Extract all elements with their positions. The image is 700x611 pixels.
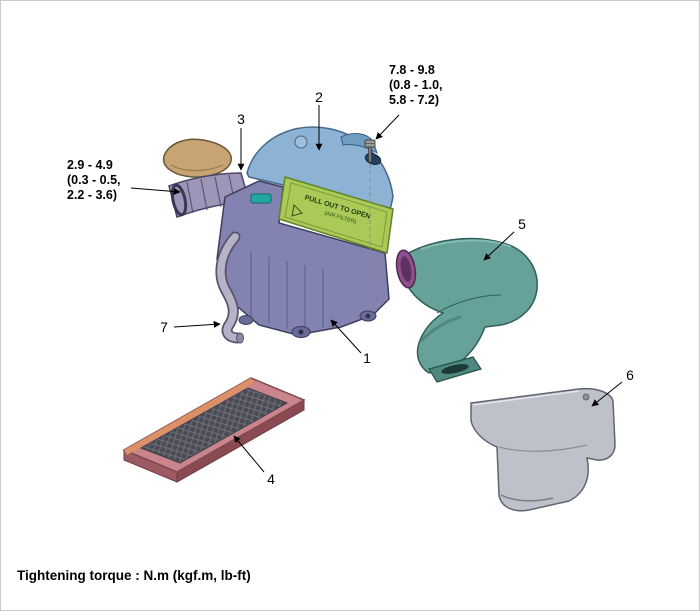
torque-spec-clamp-line2: (0.3 - 0.5, (67, 173, 121, 187)
torque-spec-clamp-line3: 2.2 - 3.6) (67, 188, 118, 202)
air-guide-bottom-shade (500, 494, 554, 502)
upper-housing-snout (340, 133, 378, 155)
air-guide-fold-line (498, 444, 588, 452)
filter-access-cover (278, 176, 394, 254)
sensor-badge (250, 193, 272, 204)
filter-back-edge-strip (124, 378, 254, 455)
breather-hose (215, 231, 244, 344)
filter-access-cover-inner-edge (284, 182, 388, 248)
torque-spec-bolt-line2: (0.8 - 1.0, (389, 78, 443, 92)
mounting-bolt (364, 139, 376, 163)
leader-line-6 (591, 381, 623, 407)
duct-foot-flange (428, 356, 482, 383)
leader-line-clamp-spec (130, 187, 181, 195)
air-guide-top-highlight (472, 390, 580, 406)
air-guide-screw-hole (582, 393, 590, 401)
air-filter-element (122, 377, 306, 483)
torque-spec-bolt-line1: 7.8 - 9.8 (389, 63, 435, 77)
housing-ribs (250, 251, 324, 331)
duct-seam-line (436, 294, 502, 314)
air-guide-cover (470, 387, 616, 512)
callout-1: 1 (363, 350, 371, 366)
tightening-torque-note: Tightening torque : N.m (kgf.m, lb-ft) (17, 568, 251, 583)
duct-top-highlight (420, 239, 512, 250)
leader-line-1 (330, 319, 362, 354)
callout-2: 2 (315, 89, 323, 105)
warning-triangle-icon (291, 203, 303, 217)
resonator-cap (162, 138, 232, 178)
leader-line-4 (233, 435, 265, 473)
torque-spec-bolt: 7.8 - 9.8 (0.8 - 1.0, 5.8 - 7.2) (389, 63, 443, 108)
torque-spec-clamp: 2.9 - 4.9 (0.3 - 0.5, 2.2 - 3.6) (67, 158, 121, 203)
air-cleaner-upper-housing (246, 126, 394, 216)
filter-mesh (139, 387, 289, 464)
leader-lines (130, 105, 623, 473)
upper-housing-cap (294, 135, 308, 149)
callout-5: 5 (518, 216, 526, 232)
leader-line-5 (483, 231, 515, 261)
callout-3: 3 (237, 111, 245, 127)
duct-lower-shade (419, 315, 462, 343)
torque-spec-clamp-line1: 2.9 - 4.9 (67, 158, 113, 172)
callout-6: 6 (626, 367, 634, 383)
hose-clamp (170, 183, 188, 217)
corrugated-intake-tube (168, 172, 250, 218)
duct-inlet-bore (400, 256, 412, 282)
leader-line-7 (173, 320, 221, 328)
leader-line-bolt-spec (375, 114, 400, 140)
intake-air-duct (401, 237, 538, 374)
mounting-feet (238, 310, 377, 338)
resonator-cap-shade (170, 164, 224, 172)
torque-spec-bolt-line3: 5.8 - 7.2) (389, 93, 440, 107)
callout-4: 4 (267, 471, 275, 487)
callout-7: 7 (160, 319, 168, 335)
